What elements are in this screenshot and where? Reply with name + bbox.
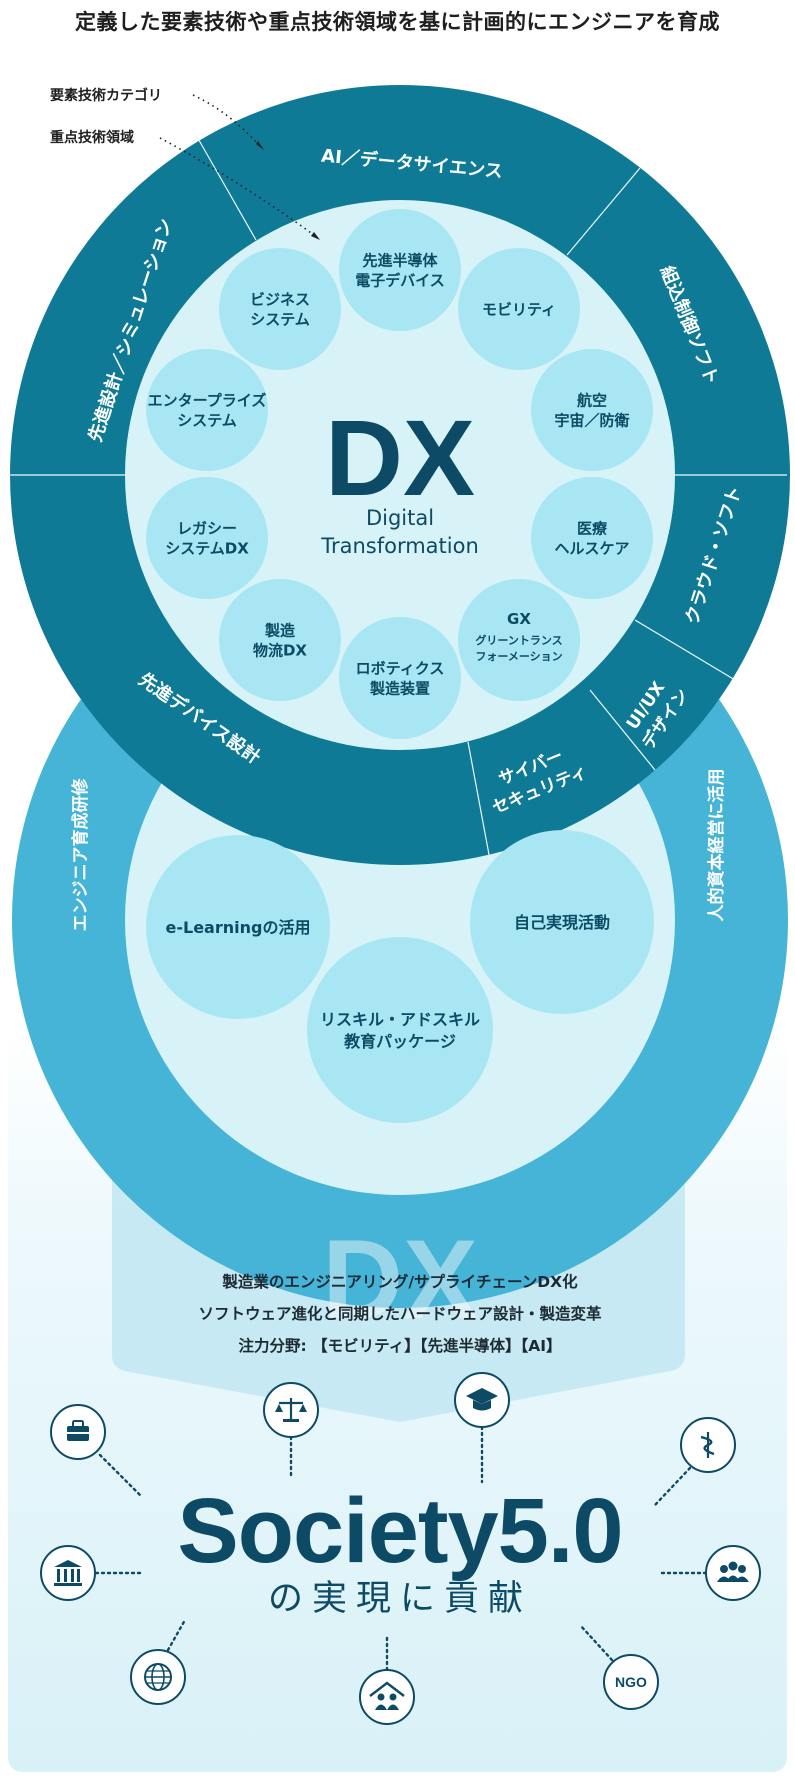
legend-focus-arrowhead: [311, 232, 320, 240]
caduceus-icon: [680, 1417, 736, 1473]
focus-area-bubble: [219, 579, 341, 701]
society-icons: NGO: [40, 1372, 761, 1725]
people-group-icon: [705, 1545, 761, 1601]
legend-focus-area: 重点技術領域: [50, 129, 134, 146]
focus-area-label: モビリティ: [482, 300, 556, 318]
legend-category: 要素技術カテゴリ: [50, 87, 162, 104]
arrow-text-line: 注力分野: 【モビリティ】【先進半導体】【AI】: [239, 1336, 562, 1355]
briefcase-icon: [50, 1404, 106, 1460]
government-building-icon: [40, 1545, 96, 1601]
focus-area-bubble: [531, 477, 653, 599]
focus-area-bubble: [531, 349, 653, 471]
focus-area-bubble: [219, 248, 341, 370]
ring-divider-0: [195, 134, 257, 241]
focus-area-label: エンタープライズシステム: [148, 391, 267, 429]
hr-item-label: リスキル・アドスキル教育パッケージ: [320, 1010, 480, 1051]
focus-area-label: レガシーシステムDX: [165, 519, 249, 557]
arrow-watermark: DX: [322, 1217, 478, 1342]
house-family-icon: [359, 1669, 415, 1725]
arrow-text-line: ソフトウェア進化と同期したハードウェア設計・製造変革: [198, 1304, 602, 1323]
graduation-cap-icon: [454, 1372, 510, 1428]
focus-area-bubble: [146, 477, 268, 599]
icon-connector: [98, 1453, 142, 1497]
focus-area-label: 製造物流DX: [253, 621, 307, 659]
hr-item-bubble: [307, 937, 493, 1123]
dx-core-title: DX: [325, 397, 475, 518]
ngo-icon: NGO: [603, 1654, 659, 1710]
ring-dividers: [8, 134, 787, 861]
focus-area-label: 医療ヘルスケア: [554, 519, 629, 557]
focus-area-bubble: [458, 248, 580, 370]
hr-item-bubble: [470, 830, 654, 1014]
hr-left-label: エンジニア育成研修: [70, 778, 91, 932]
focus-area-label: 先進半導体電子デバイス: [355, 251, 445, 289]
arrow-text-line: 製造業のエンジニアリング/サプライチェーンDX化: [221, 1272, 578, 1291]
society-title: Society5.0: [177, 1480, 622, 1582]
focus-area-bubble: [458, 579, 580, 701]
focus-area-bubble: [339, 617, 461, 739]
scales-icon: [263, 1382, 319, 1438]
focus-area-label: 航空宇宙／防衛: [554, 391, 629, 429]
hr-item-label: 自己実現活動: [514, 913, 610, 932]
focus-area-bubble: [146, 349, 268, 471]
ngo-label: NGO: [615, 1674, 647, 1690]
icon-connector: [653, 1466, 692, 1507]
icon-connector: [578, 1623, 614, 1662]
hr-item-bubble: [146, 835, 330, 1019]
society-subtitle: の実現に貢献: [268, 1579, 532, 1619]
page-title: 定義した要素技術や重点技術領域を基に計画的にエンジニアを育成: [75, 10, 720, 34]
arrow-text: 製造業のエンジニアリング/サプライチェーンDX化ソフトウェア進化と同期したハード…: [198, 1272, 602, 1355]
legend-category-arrowhead: [256, 141, 264, 150]
ring-divider-4: [589, 689, 656, 771]
globe-icon: [130, 1649, 186, 1705]
ring-divider-1: [566, 167, 641, 256]
icon-connector: [166, 1618, 187, 1652]
ring-divider-3: [634, 619, 736, 681]
hr-right-label: 人的資本経営に活用: [706, 769, 727, 922]
hr-item-label: e-Learningの活用: [166, 918, 311, 937]
focus-area-label: ロボティクス製造装置: [356, 659, 445, 697]
focus-area-bubble: [339, 209, 461, 331]
focus-area-label: ビジネスシステム: [250, 290, 310, 328]
ring-divider-5: [467, 741, 491, 861]
